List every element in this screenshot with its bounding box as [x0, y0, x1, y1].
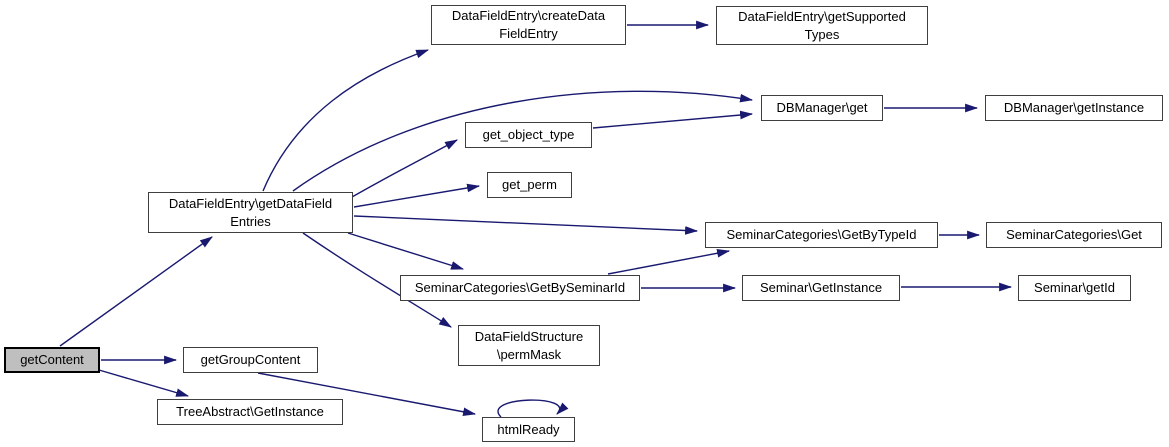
node-htmlready[interactable]: htmlReady	[482, 417, 575, 442]
node-label: TreeAbstract\GetInstance	[176, 404, 324, 420]
node-getgroupcontent[interactable]: getGroupContent	[183, 347, 318, 373]
node-label: FieldEntry	[499, 26, 558, 41]
node-label: getContent	[20, 352, 84, 368]
edge-getobjecttype-to-dbmanagerget	[592, 110, 754, 129]
node-label: SeminarCategories\Get	[1006, 227, 1142, 243]
node-treeabstract-getinstance[interactable]: TreeAbstract\GetInstance	[157, 399, 343, 425]
edge-getdatafieldentries-to-getbyseminarid	[347, 232, 465, 270]
node-seminarcategories-get[interactable]: SeminarCategories\Get	[986, 222, 1162, 248]
node-label: get_perm	[502, 177, 557, 193]
edge-getdatafieldentries-to-getobjecttype	[351, 139, 458, 198]
node-getsupportedtypes[interactable]: DataFieldEntry\getSupported Types	[716, 6, 928, 45]
node-seminar-getid[interactable]: Seminar\getId	[1018, 275, 1131, 301]
edge-getdatafieldentries-to-getbytypeid	[353, 215, 699, 235]
node-getdatafieldentries[interactable]: DataFieldEntry\getDataField Entries	[148, 192, 353, 233]
node-seminarcategories-getbyseminarid[interactable]: SeminarCategories\GetBySeminarId	[400, 275, 640, 301]
node-label: DataFieldEntry\createData	[451, 8, 606, 24]
node-label: DataFieldEntry\getSupported	[738, 8, 906, 24]
node-label: DBManager\getInstance	[1003, 100, 1145, 116]
node-getcontent[interactable]: getContent	[4, 347, 100, 373]
node-label: Entries	[230, 213, 271, 229]
node-createdatafieldentry[interactable]: DataFieldEntry\createData FieldEntry	[431, 5, 626, 45]
node-get-object-type[interactable]: get_object_type	[465, 122, 592, 148]
edge-htmlready-self-loop	[497, 399, 569, 418]
node-dbmanager-getinstance[interactable]: DBManager\getInstance	[985, 95, 1163, 121]
node-label: DataFieldEntry\getDataField	[168, 195, 333, 211]
node-seminarcategories-getbytypeid[interactable]: SeminarCategories\GetByTypeId	[705, 222, 938, 248]
node-label: SeminarCategories\GetBySeminarId	[414, 280, 626, 296]
node-label: Seminar\getId	[1034, 280, 1115, 296]
node-seminar-getinstance[interactable]: Seminar\GetInstance	[742, 275, 900, 301]
node-label: Seminar\GetInstance	[759, 280, 883, 296]
node-label: DBManager\get	[776, 100, 868, 116]
node-label: DataFieldStructure	[474, 328, 584, 344]
node-label: Types	[804, 26, 840, 42]
node-label: getGroupContent	[200, 352, 301, 368]
edge-getcontent-to-treeabstractgetinstance	[98, 369, 190, 397]
edge-getdatafieldentries-to-permmask	[302, 232, 452, 328]
edge-getcontent-to-getdatafieldentries	[59, 236, 213, 347]
node-label: \permMask	[496, 346, 562, 362]
node-label: get_object_type	[482, 127, 575, 143]
edge-getdatafieldentries-to-dbmanagerget	[292, 90, 754, 192]
node-label: htmlReady	[497, 421, 560, 437]
node-label: SeminarCategories\GetByTypeId	[726, 227, 917, 243]
node-datafieldstructure-permmask[interactable]: DataFieldStructure \permMask	[458, 325, 600, 366]
node-get-perm[interactable]: get_perm	[487, 172, 572, 198]
edge-getdatafieldentries-to-getperm	[353, 183, 481, 208]
edge-getbyseminarid-to-getbytypeid	[607, 248, 731, 275]
node-dbmanager-get[interactable]: DBManager\get	[761, 95, 883, 121]
edge-getdatafieldentries-to-createdatafieldentry	[262, 49, 430, 192]
edge-getgroupcontent-to-htmlready	[257, 372, 477, 417]
